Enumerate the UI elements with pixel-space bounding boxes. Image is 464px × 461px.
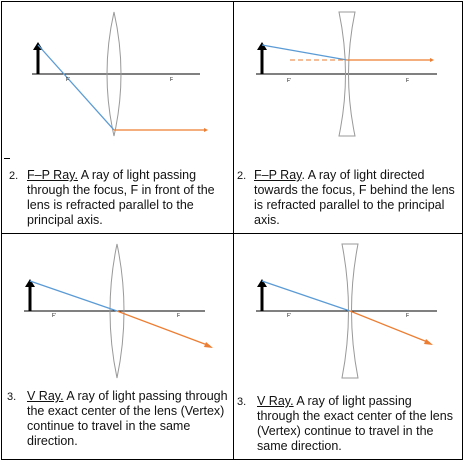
ray-title: F–P Ray <box>254 168 302 182</box>
item-number: 3. <box>7 391 17 403</box>
concave-v-diagram <box>256 243 437 379</box>
focus-left-label: F' <box>66 77 71 83</box>
incident-ray <box>29 280 118 312</box>
ray-title: F–P Ray. <box>27 168 78 182</box>
ray-description: A ray of light passing through the exact… <box>257 394 453 453</box>
refracted-ray-arrowhead <box>204 342 213 348</box>
refracted-ray-arrowhead <box>204 128 208 132</box>
concave-fp-diagram <box>256 11 437 137</box>
item-number: 2. <box>237 170 247 182</box>
ray-caption: F–P Ray. A ray of light directed towards… <box>254 168 460 228</box>
ray-caption: F–P Ray. A ray of light passing through … <box>27 168 227 228</box>
refracted-ray-arrowhead <box>424 339 433 345</box>
ray-description: A ray of light passing through the focus… <box>27 168 215 227</box>
convex-fp-diagram <box>32 11 208 137</box>
convex-v-diagram <box>24 243 213 379</box>
item-number: 3. <box>237 396 247 408</box>
focus-left-label: F' <box>287 313 292 319</box>
cell-convex-fp-ray: F' F 2. F–P Ray. A ray of light passing … <box>0 0 232 232</box>
convex-lens <box>106 11 122 137</box>
column-divider <box>233 2 234 459</box>
ray-description: . A ray of light directed towards the fo… <box>254 168 455 227</box>
object-arrow-head <box>257 42 267 50</box>
focus-right-label: F <box>406 78 410 84</box>
focus-right-label: F <box>406 313 410 319</box>
refracted-ray <box>116 310 211 347</box>
ray-title: V Ray. <box>257 394 294 408</box>
cell-convex-v-ray: F' F 3. V Ray. A ray of light passing th… <box>0 232 232 461</box>
item-number: 2. <box>9 170 19 182</box>
focus-right-label: F <box>177 313 181 319</box>
cell-concave-v-ray: F' F 3. V Ray. A ray of light passing th… <box>232 232 464 461</box>
incident-ray <box>37 44 115 131</box>
incident-ray <box>261 44 348 61</box>
focus-left-label: F' <box>287 78 292 84</box>
ray-caption: V Ray. A ray of light passing through th… <box>257 394 457 454</box>
focus-left-label: F' <box>52 313 57 319</box>
convex-lens <box>109 243 125 379</box>
refracted-ray <box>349 310 431 344</box>
ray-title: V Ray. <box>27 389 64 403</box>
cell-concave-fp-ray: F' F 2. F–P Ray. A ray of light directed… <box>232 0 464 232</box>
object-arrow-head <box>25 279 35 287</box>
refracted-ray-arrowhead <box>430 58 434 62</box>
object-arrow-head <box>257 279 267 287</box>
ray-caption: V Ray. A ray of light passing through th… <box>27 389 229 449</box>
focus-right-label: F <box>170 77 174 83</box>
ray-description: A ray of light passing through the exact… <box>27 389 228 448</box>
incident-ray <box>261 280 351 312</box>
concave-lens <box>338 11 356 137</box>
concave-lens <box>341 243 359 379</box>
margin-mark <box>4 158 10 159</box>
row-divider <box>2 233 462 234</box>
